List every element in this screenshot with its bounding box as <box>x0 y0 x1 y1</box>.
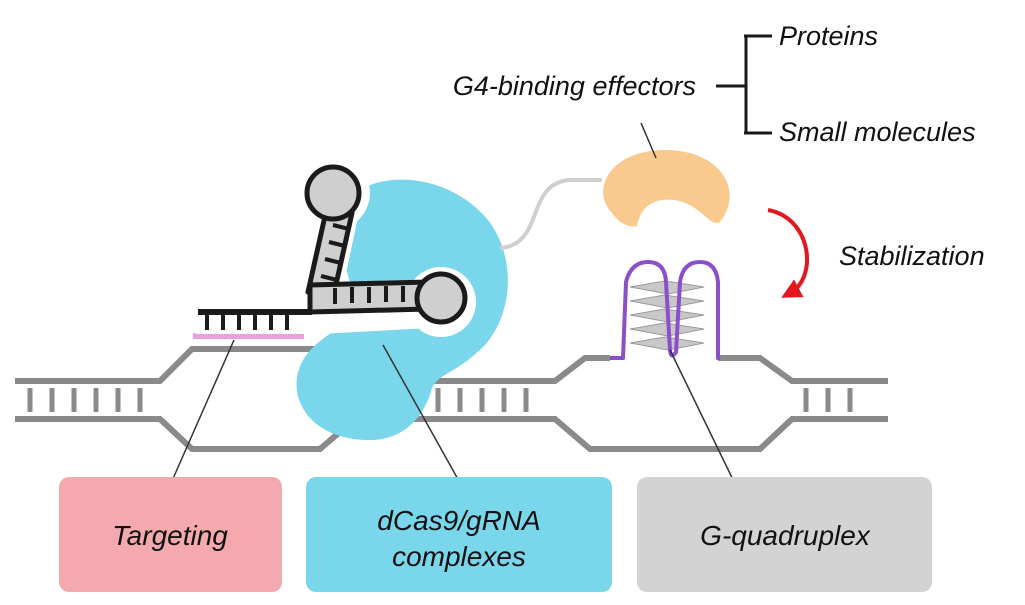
g-quadruplex-box <box>637 477 932 592</box>
stabilization-label: Stabilization <box>839 241 985 271</box>
pointer-lines <box>167 122 739 491</box>
grna-loop-upper <box>304 164 362 222</box>
effector-bracket <box>716 34 772 135</box>
effector-linker <box>499 178 602 250</box>
dcas9-grna-box <box>306 477 612 592</box>
legend-boxes: Targeting dCas9/gRNA complexes G-quadrup… <box>59 477 932 592</box>
dcas9-grna-box-label-line1: dCas9/gRNA <box>377 505 540 536</box>
dcas9-grna-box-label-line2: complexes <box>392 541 526 572</box>
dna-bottom-strand <box>15 416 888 452</box>
targeting-box <box>59 477 282 592</box>
dna-base-pairs <box>27 388 853 412</box>
g-quadruplex-box-label: G-quadruplex <box>700 520 871 551</box>
g-quadruplex <box>610 260 720 360</box>
targeting-box-label: Targeting <box>112 520 228 551</box>
g4-effectors-title: G4-binding effectors <box>453 71 696 101</box>
stabilization-arrow <box>767 208 809 298</box>
dna-top-strand-right <box>718 355 888 384</box>
effector-option-small-molecules: Small molecules <box>779 117 976 147</box>
grna <box>178 156 476 337</box>
g4-effector <box>603 150 730 227</box>
grna-loop-lower <box>414 271 468 325</box>
effector-option-proteins: Proteins <box>779 21 878 51</box>
